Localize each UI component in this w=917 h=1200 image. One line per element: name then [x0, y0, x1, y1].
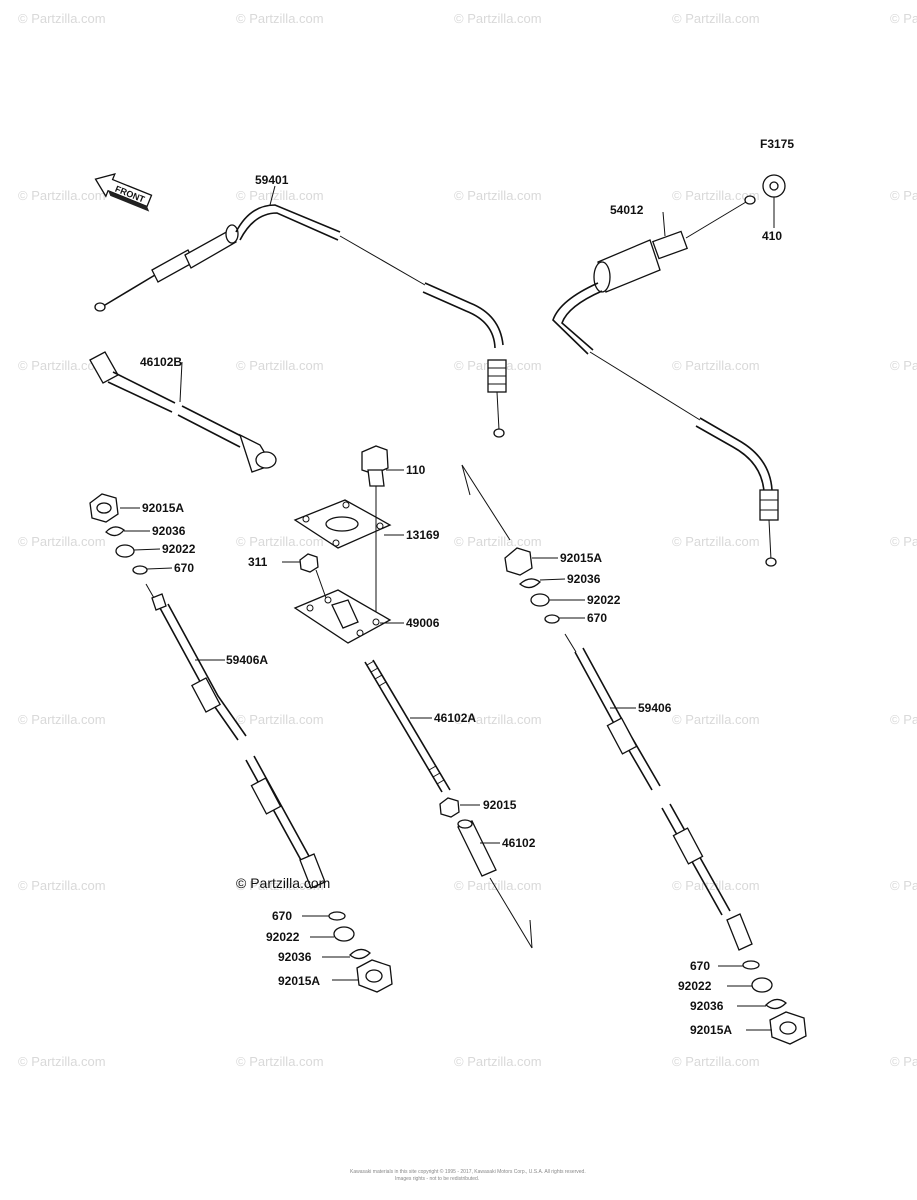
callout-670_r[interactable]: 670 [587, 611, 607, 625]
rod-46102b [89, 351, 277, 473]
callout-46102[interactable]: 46102 [502, 836, 536, 850]
sleeve-46102 [457, 819, 500, 877]
right-hardware-bottom [718, 960, 807, 1045]
callout-92015a_l[interactable]: 92015A [142, 501, 184, 515]
callout-59406a[interactable]: 59406A [226, 653, 268, 667]
bolt-110 [361, 445, 404, 487]
watermark-text: © Partzilla.com [236, 358, 324, 373]
callout-92036_l[interactable]: 92036 [152, 524, 186, 538]
callout-59401[interactable]: 59401 [255, 173, 289, 187]
callout-670_rb[interactable]: 670 [690, 959, 710, 973]
callout-92015a_lb[interactable]: 92015A [278, 974, 320, 988]
watermark-text: © Partzilla.com [236, 878, 324, 893]
watermark-text: © Partzilla.com [672, 11, 760, 26]
callout-46102b[interactable]: 46102B [140, 355, 182, 369]
watermark-text: © Partzilla.com [890, 712, 917, 727]
left-hardware-bottom [302, 911, 393, 993]
watermark-text: © Partzilla.com [890, 11, 917, 26]
callout-110[interactable]: 110 [406, 463, 426, 477]
choke-cable-54012 [552, 195, 779, 567]
watermark-text: © Partzilla.com [454, 534, 542, 549]
callout-670_l[interactable]: 670 [174, 561, 194, 575]
watermark-text: © Partzilla.com [18, 11, 106, 26]
watermark-text: © Partzilla.com [672, 1054, 760, 1069]
right-hardware-top [504, 547, 585, 624]
watermark-text: © Partzilla.com [890, 534, 917, 549]
watermark-text: © Partzilla.com [18, 534, 106, 549]
callout-670_lb[interactable]: 670 [272, 909, 292, 923]
watermark-text: © Partzilla.com [672, 188, 760, 203]
watermark-text: © Partzilla.com [18, 358, 106, 373]
callout-92022_rb[interactable]: 92022 [678, 979, 712, 993]
plate-49006 [293, 589, 404, 644]
callout-92036_lb[interactable]: 92036 [278, 950, 312, 964]
callout-92022_l[interactable]: 92022 [162, 542, 196, 556]
callout-59406[interactable]: 59406 [638, 701, 672, 715]
callout-13169[interactable]: 13169 [406, 528, 440, 542]
cable-59406 [564, 633, 753, 951]
watermark-text: © Partzilla.com [454, 11, 542, 26]
watermark-text: © Partzilla.com [890, 1054, 917, 1069]
callout-92022_lb[interactable]: 92022 [266, 930, 300, 944]
watermark-text: © Partzilla.com [890, 878, 917, 893]
center-watermark: © Partzilla.com [236, 875, 330, 891]
copyright-line-1: Kawasaki materials in this site copyrigh… [350, 1168, 586, 1175]
callout-labels: 59401 46102B 54012 410 110 13169 311 49006 46102… [140, 173, 782, 1037]
throttle-cable-59401 [94, 204, 507, 438]
watermark-text: © Partzilla.com [18, 1054, 106, 1069]
callout-92015a_r[interactable]: 92015A [560, 551, 602, 565]
watermark-text: © Partzilla.com [672, 534, 760, 549]
callout-92022_r[interactable]: 92022 [587, 593, 621, 607]
watermark-text: © Partzilla.com [454, 878, 542, 893]
watermark-text: © Partzilla.com [890, 188, 917, 203]
watermark-grid: © Partzilla.com © Partzilla.com © Partzill… [18, 11, 917, 1069]
watermark-text: © Partzilla.com [236, 188, 324, 203]
callout-92036_r[interactable]: 92036 [567, 572, 601, 586]
callout-92036_rb[interactable]: 92036 [690, 999, 724, 1013]
watermark-text: © Partzilla.com [18, 712, 106, 727]
callout-49006[interactable]: 49006 [406, 616, 440, 630]
cable-59406a [145, 583, 326, 889]
watermark-text: © Partzilla.com [18, 188, 106, 203]
watermark-text: © Partzilla.com [236, 534, 324, 549]
watermark-text: © Partzilla.com [454, 1054, 542, 1069]
left-hardware-top [89, 493, 173, 575]
watermark-text: © Partzilla.com [236, 1054, 324, 1069]
watermark-text: © Partzilla.com [236, 11, 324, 26]
callout-46102a[interactable]: 46102A [434, 711, 476, 725]
callout-54012[interactable]: 54012 [610, 203, 644, 217]
watermark-text: © Partzilla.com [454, 712, 542, 727]
callout-92015a_rb[interactable]: 92015A [690, 1023, 732, 1037]
threaded-rod-46102a [364, 659, 451, 793]
nut-92015 [439, 797, 480, 818]
watermark-text: © Partzilla.com [454, 188, 542, 203]
copyright-line-2: Images rights - not to be redistributed. [395, 1176, 479, 1182]
diagram-code: F3175 [760, 137, 794, 151]
watermark-text: © Partzilla.com [890, 358, 917, 373]
watermark-text: © Partzilla.com [672, 712, 760, 727]
callout-410[interactable]: 410 [762, 229, 782, 243]
watermark-text: © Partzilla.com [672, 358, 760, 373]
callout-311[interactable]: 311 [248, 555, 268, 569]
gasket-13169 [293, 499, 404, 549]
nut-311 [282, 553, 327, 599]
watermark-text: © Partzilla.com [18, 878, 106, 893]
callout-92015[interactable]: 92015 [483, 798, 517, 812]
watermark-text: © Partzilla.com [236, 712, 324, 727]
